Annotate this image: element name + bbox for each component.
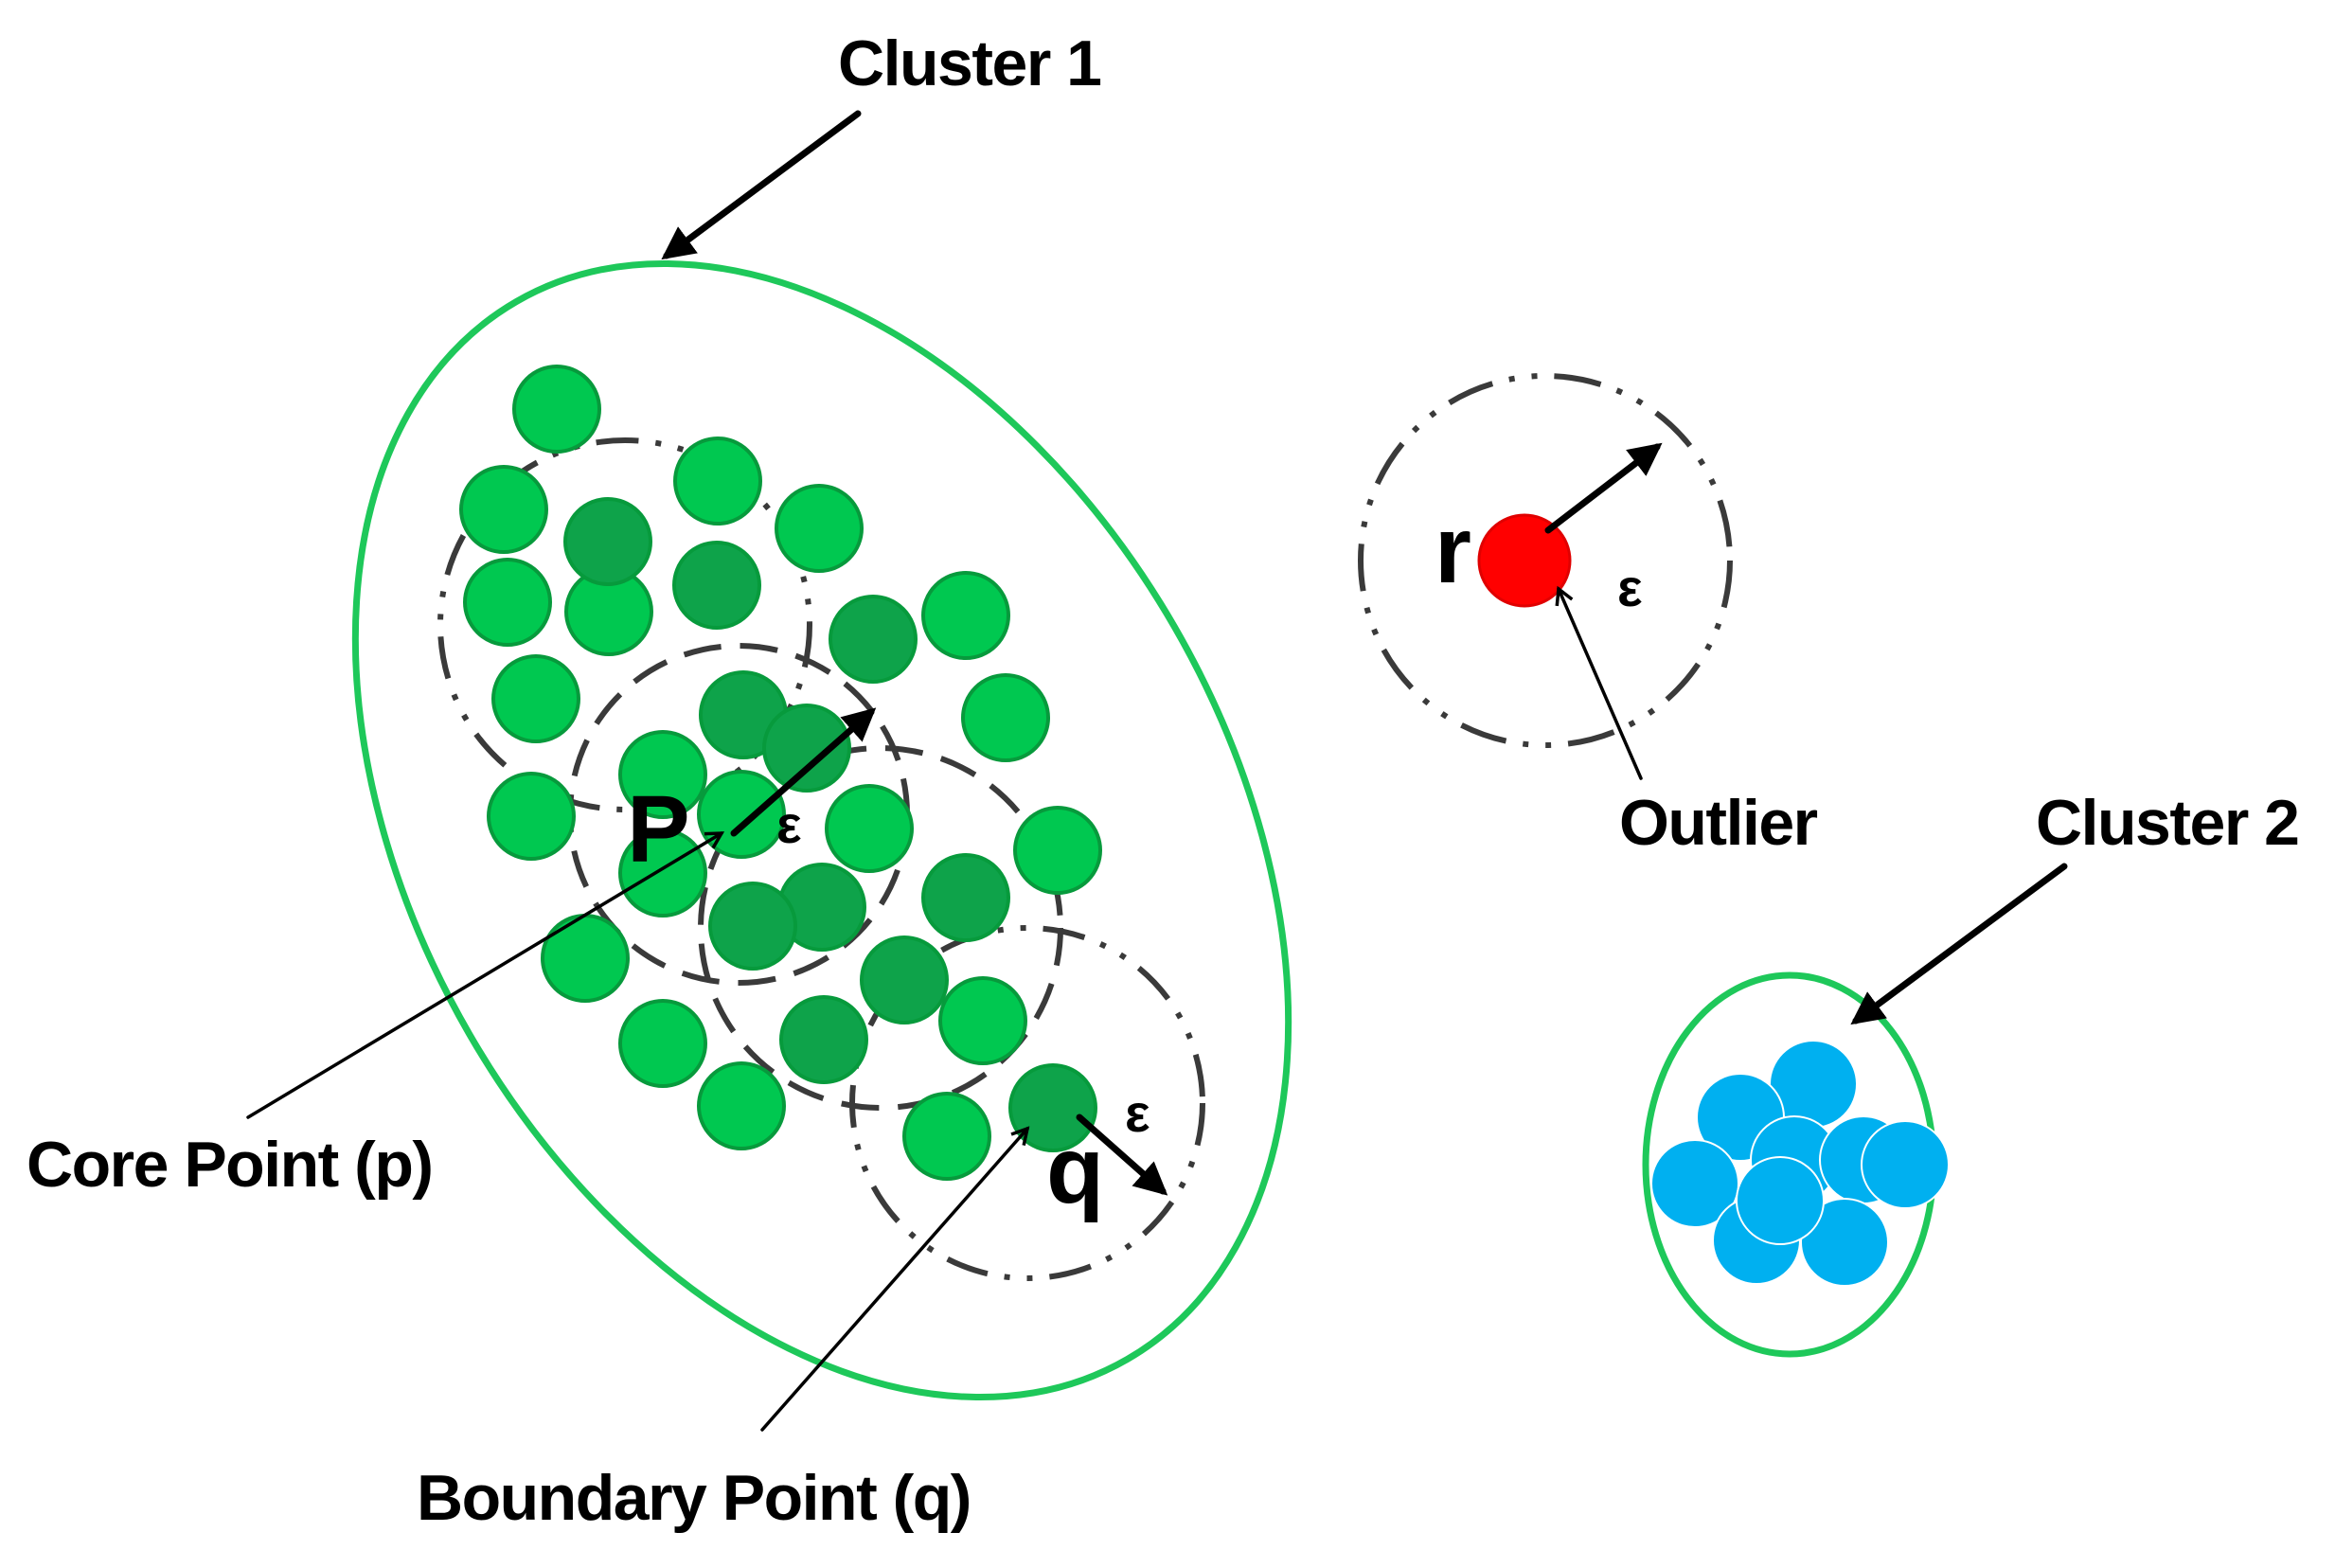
epsilon-label-p: ε bbox=[776, 794, 802, 854]
neighborhood-r bbox=[1358, 373, 1733, 748]
neighborhood-mid bbox=[698, 745, 1063, 1111]
core-point-label: Core Point (p) bbox=[27, 1129, 433, 1201]
neighborhood-upper bbox=[437, 437, 812, 812]
boundary-point-arrow bbox=[760, 1129, 1027, 1432]
cluster1-point bbox=[921, 853, 1010, 942]
core-point-arrow bbox=[246, 833, 722, 1119]
cluster1-point bbox=[825, 784, 914, 873]
cluster1-point bbox=[1013, 806, 1102, 895]
cluster1-point bbox=[672, 541, 761, 630]
cluster1-point bbox=[697, 770, 786, 859]
r-point-label: r bbox=[1435, 497, 1471, 603]
cluster1-point bbox=[487, 772, 576, 861]
cluster1-point bbox=[708, 882, 797, 971]
boundary-point-label: Boundary Point (q) bbox=[417, 1462, 971, 1534]
cluster2-arrow bbox=[1850, 863, 2068, 1025]
cluster1-point bbox=[921, 571, 1010, 660]
cluster1-outline bbox=[351, 259, 1292, 1401]
cluster1-point bbox=[860, 935, 949, 1025]
cluster1-point bbox=[618, 730, 707, 819]
cluster2-point bbox=[1736, 1156, 1825, 1245]
outlier-label: Outlier bbox=[1619, 787, 1818, 859]
cluster1-point bbox=[961, 673, 1050, 762]
epsilon-label-q: ε bbox=[1125, 1083, 1150, 1143]
epsilon-arrow-r bbox=[1544, 442, 1663, 534]
cluster1-point bbox=[902, 1092, 991, 1181]
cluster2-point bbox=[1861, 1120, 1950, 1209]
q-point-label: q bbox=[1046, 1117, 1104, 1223]
cluster1-point bbox=[618, 999, 707, 1088]
cluster1-point bbox=[463, 558, 552, 647]
cluster1-point bbox=[459, 465, 548, 554]
cluster1-point bbox=[563, 497, 652, 586]
cluster1-points bbox=[459, 365, 1102, 1181]
cluster1-point bbox=[512, 365, 601, 454]
cluster1-label: Cluster 1 bbox=[838, 27, 1101, 99]
cluster1-point bbox=[1008, 1063, 1097, 1152]
outlier-point bbox=[1477, 513, 1572, 608]
cluster1-point bbox=[697, 1061, 786, 1150]
neighborhood-q bbox=[849, 925, 1205, 1281]
cluster1-point bbox=[491, 654, 580, 743]
cluster1-point bbox=[762, 704, 851, 793]
cluster2-points bbox=[1650, 1040, 1950, 1287]
arrows bbox=[246, 110, 2068, 1432]
cluster2-label: Cluster 2 bbox=[2036, 787, 2299, 859]
cluster1-point bbox=[618, 829, 707, 918]
epsilon-label-r: ε bbox=[1617, 558, 1643, 617]
epsilon-arrow-p bbox=[730, 707, 877, 837]
cluster2-point bbox=[1650, 1139, 1739, 1228]
cluster1-point bbox=[829, 595, 918, 684]
outlier-arrow bbox=[1559, 589, 1643, 780]
cluster1-point bbox=[779, 995, 868, 1084]
p-point-label: P bbox=[627, 776, 690, 882]
cluster1-point bbox=[938, 976, 1027, 1065]
cluster1-point bbox=[775, 484, 864, 573]
cluster1-point bbox=[673, 437, 762, 526]
cluster1-arrow bbox=[661, 110, 862, 260]
cluster2-point bbox=[1800, 1198, 1889, 1287]
epsilon-arrow-q bbox=[1076, 1114, 1168, 1196]
cluster1-point bbox=[541, 914, 630, 1003]
